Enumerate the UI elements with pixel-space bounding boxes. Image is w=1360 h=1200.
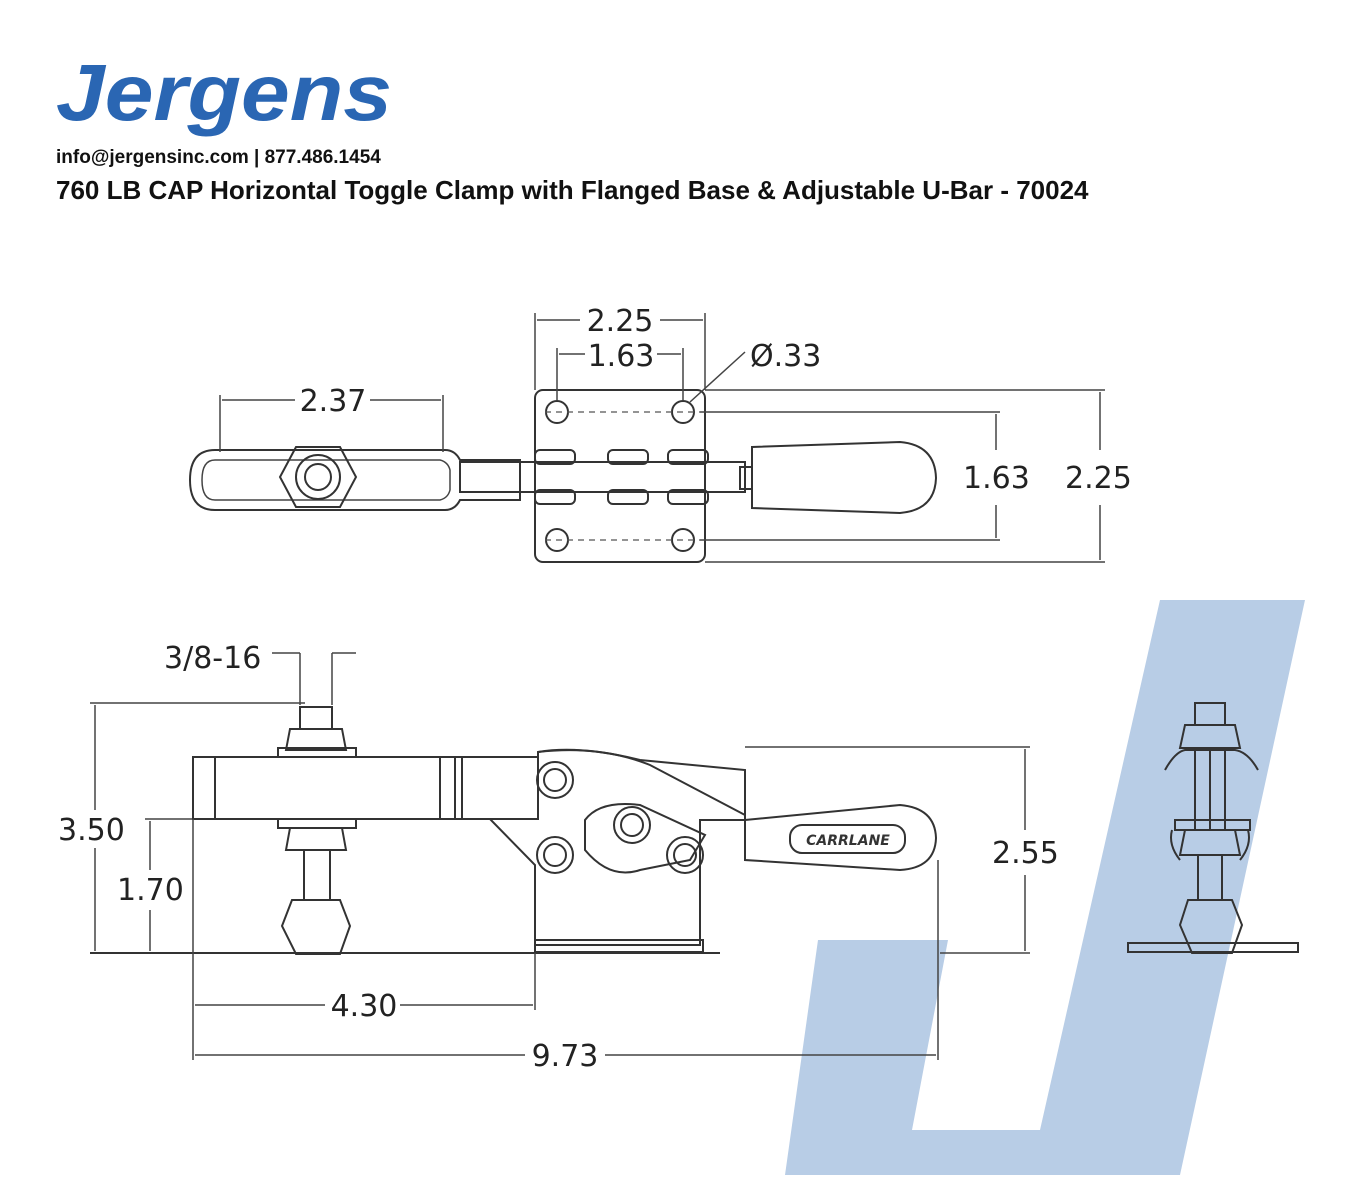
dim-hole-spacing-y: 1.63 [963,461,1030,496]
dim-hole-diameter: Ø.33 [750,339,821,374]
dim-hole-spacing-x: 1.63 [588,339,655,374]
dim-handle-height: 2.55 [992,836,1059,871]
handle-brand-label: CARRLANE [806,833,890,849]
dim-base-depth: 2.25 [1065,461,1132,496]
contact-line: info@jergensinc.com | 877.486.1454 [56,147,381,168]
dim-spindle-to-base: 4.30 [331,989,398,1024]
dim-total-height: 3.50 [58,813,125,848]
dim-handle-slot: 2.37 [300,384,367,419]
dim-overall-length: 9.73 [532,1039,599,1074]
side-view: CARRLANE [90,652,1030,1060]
logo-wordmark: Jergens [56,48,392,137]
jergens-logo: Jergens [56,48,392,137]
page-title: 760 LB CAP Horizontal Toggle Clamp with … [56,175,1089,205]
dim-base-width: 2.25 [587,304,654,339]
dim-thread: 3/8-16 [164,641,261,676]
watermark-j-shape [785,600,1305,1175]
top-view [188,313,1105,563]
dim-bar-height: 1.70 [117,873,184,908]
watermark-j [785,600,1305,1175]
end-view [1127,702,1299,954]
